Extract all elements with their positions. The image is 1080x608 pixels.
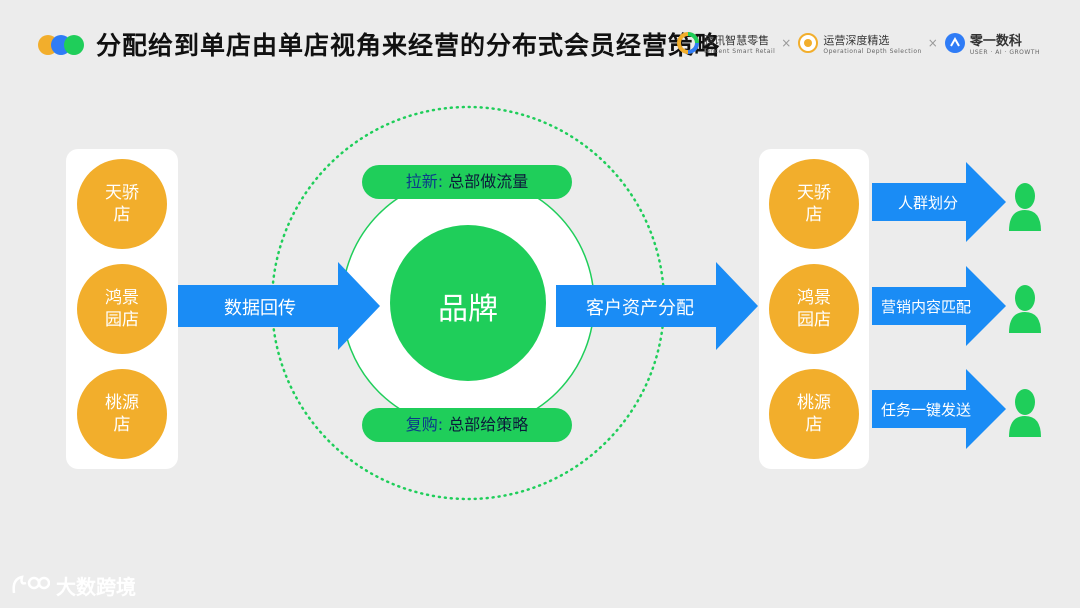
footer-watermark: 大数跨境 [10, 571, 136, 600]
logo-tencent-name: 腾讯智慧零售 [703, 33, 770, 47]
brand-label: 品牌 [438, 292, 498, 327]
action-arrow-1 [872, 162, 1006, 242]
pill-repurchase: 复购: 总部给策略 [362, 408, 572, 442]
yunying-logo-icon [798, 33, 819, 53]
logo-tencent-sub: Tencent Smart Retail [703, 47, 776, 55]
brand-dots [38, 35, 88, 57]
user-icon [1009, 183, 1041, 231]
user-icon [1009, 389, 1041, 437]
arrow-out-label: 客户资产分配 [586, 298, 694, 319]
user-icon [1009, 285, 1041, 333]
action-label-segmentation: 人群划分 [898, 194, 959, 212]
left-store-taoyuan: 桃源店 [77, 369, 167, 459]
logo-tencent: 腾讯智慧零售 Tencent Smart Retail [677, 32, 775, 55]
logo-lingyi: 零一数科 USER · AI · GROWTH [944, 30, 1040, 56]
logo-lingyi-name: 零一数科 [969, 34, 1022, 49]
lingyi-logo-icon [944, 33, 965, 53]
action-arrow-2 [872, 266, 1006, 346]
left-store-tianjiao: 天骄店 [77, 159, 167, 249]
logo-yunying-name: 运营深度精选 [823, 33, 890, 47]
tencent-logo-icon [677, 32, 700, 54]
logo-yunying-sub: Operational Depth Selection [823, 47, 922, 55]
brand-circle [390, 225, 546, 381]
green-dot-icon [64, 35, 84, 55]
logo-separator: × [927, 36, 938, 50]
action-label-task-send: 任务一键发送 [881, 401, 972, 419]
footer-logo-icon [12, 574, 50, 593]
left-store-hongjing: 鸿景园店 [77, 264, 167, 354]
logo-lingyi-sub: USER · AI · GROWTH [969, 49, 1040, 56]
right-store-tianjiao: 天骄店 [769, 159, 859, 249]
action-label-content-match: 营销内容匹配 [881, 298, 972, 316]
logo-separator: × [781, 36, 792, 50]
action-arrow-3 [872, 369, 1006, 449]
left-store-panel: 天骄店 鸿景园店 桃源店 [66, 149, 178, 469]
page-title: 分配给到单店由单店视角来经营的分布式会员经营策略 [96, 31, 721, 60]
pill-acquisition: 拉新: 总部做流量 [362, 165, 572, 199]
arrow-in-shape [178, 262, 380, 350]
right-store-hongjing: 鸿景园店 [769, 264, 859, 354]
arrow-in-label: 数据回传 [224, 298, 296, 319]
arrow-out-shape [556, 262, 758, 350]
right-store-panel: 天骄店 鸿景园店 桃源店 [759, 149, 869, 469]
footer-brand-text: 大数跨境 [56, 575, 136, 599]
logo-yunying: 运营深度精选 Operational Depth Selection [797, 32, 921, 55]
partner-logos: 腾讯智慧零售 Tencent Smart Retail × 运营深度精选 Ope… [677, 28, 1040, 58]
right-store-taoyuan: 桃源店 [769, 369, 859, 459]
